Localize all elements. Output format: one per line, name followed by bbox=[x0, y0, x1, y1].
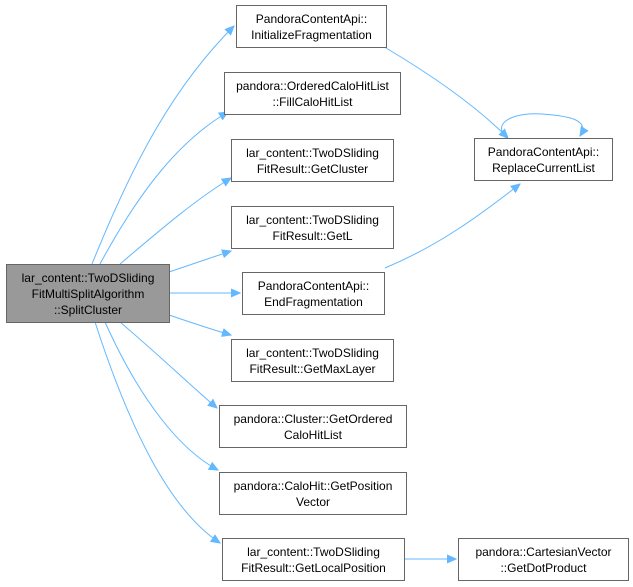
node-line: ReplaceCurrentList bbox=[492, 160, 595, 175]
node-get-max-layer[interactable]: lar_content::TwoDSliding FitResult::GetM… bbox=[231, 339, 394, 382]
node-replace-current-list[interactable]: PandoraContentApi:: ReplaceCurrentList bbox=[474, 138, 613, 181]
node-line: EndFragmentation bbox=[264, 294, 363, 309]
node-get-l[interactable]: lar_content::TwoDSliding FitResult::GetL bbox=[231, 206, 394, 249]
edge-root-to-get-max-layer bbox=[168, 314, 231, 335]
edge-root-to-fill-calo bbox=[99, 112, 228, 265]
node-line: PandoraContentApi:: bbox=[257, 278, 370, 293]
node-line: FitResult::GetLocalPosition bbox=[241, 560, 386, 575]
node-split-cluster: lar_content::TwoDSliding FitMultiSplitAl… bbox=[6, 264, 170, 323]
edge-root-to-get-ordered bbox=[119, 321, 217, 408]
edge-root-to-get-cluster bbox=[119, 178, 231, 265]
node-line: Vector bbox=[295, 494, 331, 509]
node-get-cluster[interactable]: lar_content::TwoDSliding FitResult::GetC… bbox=[231, 139, 394, 182]
node-line: FitMultiSplitAlgorithm bbox=[31, 286, 145, 301]
node-get-local-position[interactable]: lar_content::TwoDSliding FitResult::GetL… bbox=[222, 538, 405, 581]
node-initialize-fragmentation[interactable]: PandoraContentApi:: InitializeFragmentat… bbox=[236, 5, 387, 48]
edge-root-to-get-local-pos bbox=[94, 321, 220, 543]
edge-root-to-get-l bbox=[168, 251, 231, 273]
node-line: ::SplitCluster bbox=[53, 302, 123, 317]
edge-end-frag-to-replace-list bbox=[384, 184, 520, 269]
node-get-dot-product[interactable]: pandora::CartesianVector ::GetDotProduct bbox=[458, 538, 629, 581]
node-get-position-vector[interactable]: pandora::CaloHit::GetPosition Vector bbox=[219, 472, 407, 515]
node-line: pandora::Cluster::GetOrdered bbox=[233, 411, 393, 426]
node-line: pandora::CaloHit::GetPosition bbox=[233, 478, 393, 493]
node-line: lar_content::TwoDSliding bbox=[247, 544, 380, 559]
node-line: pandora::CartesianVector bbox=[475, 544, 612, 559]
node-line: ::GetDotProduct bbox=[500, 560, 587, 575]
node-line: FitResult::GetMaxLayer bbox=[249, 361, 376, 376]
node-line: lar_content::TwoDSliding bbox=[246, 145, 379, 160]
node-line: FitResult::GetCluster bbox=[256, 161, 369, 176]
edge-init-frag-to-replace-list bbox=[385, 47, 508, 138]
node-line: PandoraContentApi:: bbox=[487, 144, 600, 159]
node-line: lar_content::TwoDSliding bbox=[21, 270, 155, 285]
node-fill-calo-hit-list[interactable]: pandora::OrderedCaloHitList ::FillCaloHi… bbox=[224, 72, 401, 115]
node-line: lar_content::TwoDSliding bbox=[246, 345, 379, 360]
node-end-fragmentation[interactable]: PandoraContentApi:: EndFragmentation bbox=[242, 272, 385, 315]
node-line: PandoraContentApi:: bbox=[255, 11, 368, 26]
node-line: pandora::OrderedCaloHitList bbox=[236, 78, 389, 93]
node-line: InitializeFragmentation bbox=[251, 27, 372, 42]
node-line: FitResult::GetL bbox=[272, 228, 353, 243]
node-line: CaloHitList bbox=[283, 427, 343, 442]
edge-replace-list-self bbox=[501, 113, 582, 139]
edge-root-to-init-frag bbox=[91, 26, 234, 265]
node-get-ordered-calo-hit-list[interactable]: pandora::Cluster::GetOrdered CaloHitList bbox=[219, 405, 407, 448]
node-line: lar_content::TwoDSliding bbox=[246, 212, 379, 227]
node-line: ::FillCaloHitList bbox=[272, 94, 353, 109]
edge-root-to-get-position bbox=[104, 321, 218, 470]
